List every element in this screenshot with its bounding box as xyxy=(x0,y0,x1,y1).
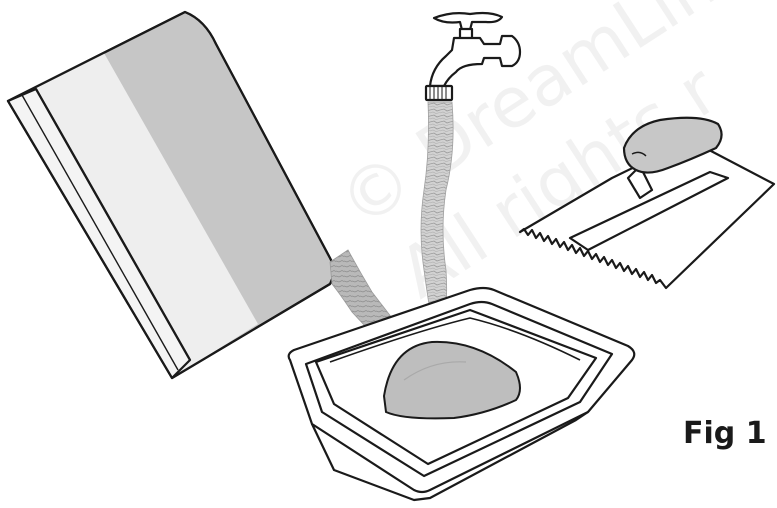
figure-label: Fig 1 xyxy=(683,416,767,451)
powder-bag-icon xyxy=(8,12,336,378)
